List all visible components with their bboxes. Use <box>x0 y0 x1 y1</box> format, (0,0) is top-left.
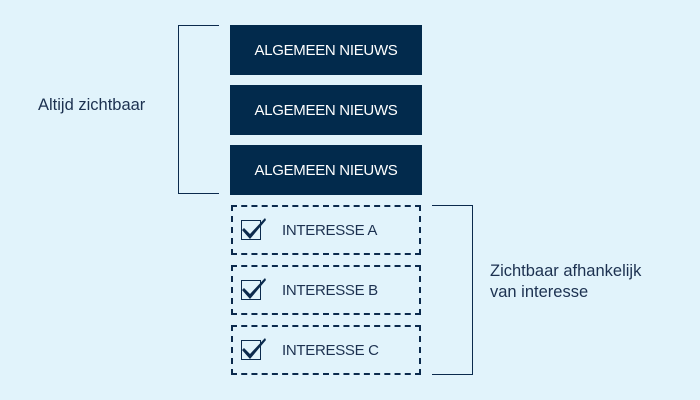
interest-block-a: INTERESSE A <box>231 205 421 255</box>
conditional-visible-label: Zichtbaar afhankelijk van interesse <box>490 261 641 303</box>
general-news-block: ALGEMEEN NIEUWS <box>230 25 422 75</box>
general-news-label: ALGEMEEN NIEUWS <box>254 41 398 59</box>
general-news-block: ALGEMEEN NIEUWS <box>230 145 422 195</box>
conditional-visible-bracket <box>432 205 473 375</box>
checkbox-checked-icon[interactable] <box>241 338 266 360</box>
conditional-label-line1: Zichtbaar afhankelijk <box>490 262 642 280</box>
always-visible-bracket <box>178 25 219 194</box>
general-news-label: ALGEMEEN NIEUWS <box>254 101 398 119</box>
general-news-label: ALGEMEEN NIEUWS <box>254 161 398 179</box>
interest-label: INTERESSE A <box>282 221 378 239</box>
checkmark-icon <box>242 218 266 239</box>
checkmark-icon <box>242 338 266 359</box>
conditional-label-line2: van interesse <box>490 283 589 301</box>
checkbox-checked-icon[interactable] <box>241 218 266 240</box>
always-visible-label: Altijd zichtbaar <box>38 96 146 114</box>
general-news-block: ALGEMEEN NIEUWS <box>230 85 422 135</box>
interest-label: INTERESSE C <box>282 341 379 359</box>
checkbox-checked-icon[interactable] <box>241 278 266 300</box>
interest-label: INTERESSE B <box>282 281 378 299</box>
interest-block-b: INTERESSE B <box>231 265 421 315</box>
checkmark-icon <box>242 278 266 299</box>
interest-block-c: INTERESSE C <box>231 325 421 375</box>
